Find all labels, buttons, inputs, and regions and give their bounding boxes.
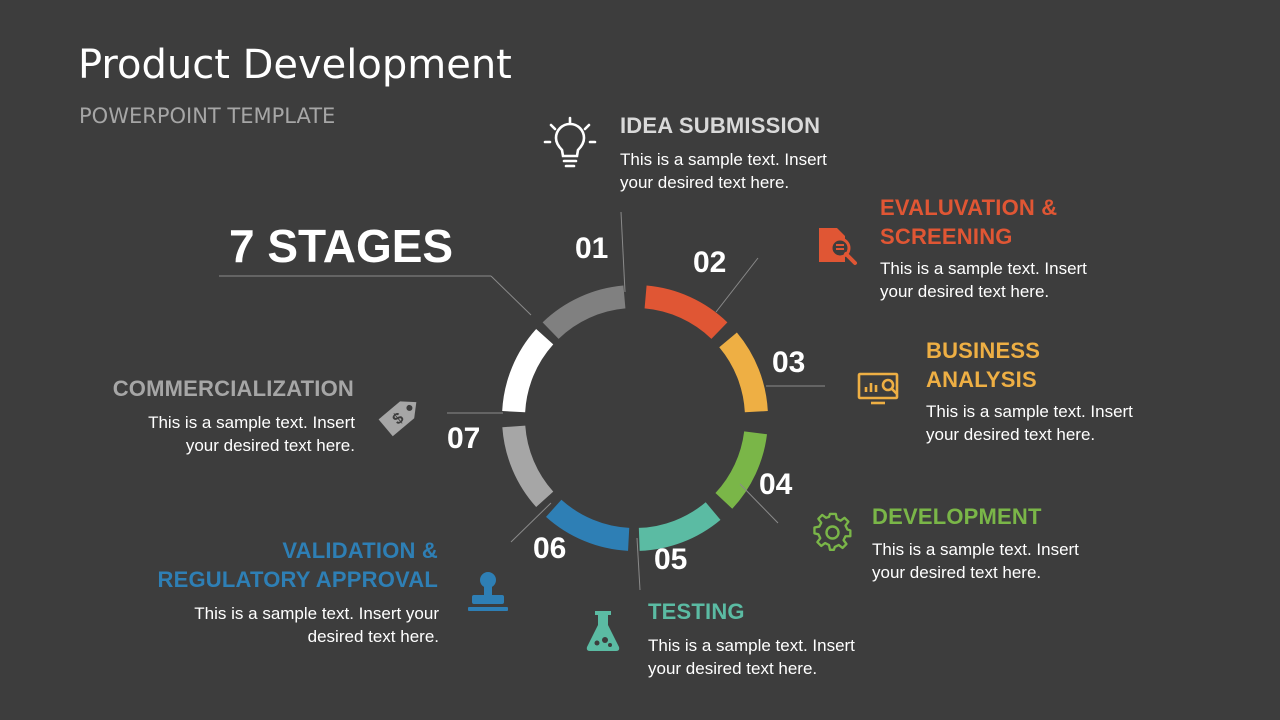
stage-text-06: This is a sample text. Insert your desir… (100, 602, 439, 648)
stage-title-06-line2: REGULATORY APPROVAL (157, 567, 438, 592)
stage-text-02-line1: This is a sample text. Insert (880, 259, 1087, 278)
stage-text-01: This is a sample text. Insert your desir… (620, 148, 827, 194)
stage-title-02: EVALUVATION & SCREENING (880, 193, 1057, 251)
headline-stages: 7 STAGES (229, 220, 454, 272)
leader-line-04 (739, 483, 779, 524)
stage-text-06-line2: desired text here. (307, 627, 439, 646)
stage-text-04: This is a sample text. Insert your desir… (872, 538, 1079, 584)
stage-title-01: IDEA SUBMISSION (620, 113, 821, 138)
flask-icon (584, 609, 622, 658)
stage-title-03: BUSINESS ANALYSIS (926, 336, 1040, 394)
stage-text-07-line1: This is a sample text. Insert (148, 413, 355, 432)
ring-segment-03 (719, 332, 768, 413)
stage-text-05-line2: your desired text here. (648, 659, 818, 678)
slide-title: Product Development (78, 42, 512, 88)
slide-subtitle: POWERPOINT TEMPLATE (79, 104, 336, 128)
stage-text-01-line1: This is a sample text. Insert (620, 150, 827, 169)
ring-segment-white (502, 329, 554, 413)
stage-title-06: VALIDATION & REGULATORY APPROVAL (100, 536, 438, 594)
stage-title-02-line1: EVALUVATION & (880, 195, 1058, 220)
leader-lines (219, 211, 825, 591)
stage-text-07: This is a sample text. Insert your desir… (60, 411, 355, 457)
gear-icon (813, 512, 853, 557)
stage-number-02: 02 (693, 246, 727, 279)
stage-text-02-line2: your desired text here. (880, 282, 1050, 301)
stage-text-04-line2: your desired text here. (872, 563, 1042, 582)
stage-text-04-line1: This is a sample text. Insert (872, 540, 1079, 559)
ring-segments (502, 285, 768, 551)
leader-line-01 (620, 211, 626, 293)
stage-text-07-line2: your desired text here. (185, 436, 355, 455)
stage-text-02: This is a sample text. Insert your desir… (880, 257, 1087, 303)
stamp-icon (466, 570, 510, 619)
analytics-monitor-icon (857, 370, 901, 411)
leader-line-02 (715, 257, 759, 313)
ring-segment-04 (715, 431, 768, 509)
stage-title-02-line2: SCREENING (880, 224, 1013, 249)
stage-text-05: This is a sample text. Insert your desir… (648, 634, 855, 680)
ring-segment-06 (546, 499, 630, 551)
stage-text-03-line2: your desired text here. (926, 425, 1096, 444)
stage-number-07: 07 (447, 422, 481, 455)
stage-text-06-line1: This is a sample text. Insert your (194, 604, 439, 623)
stage-text-03-line1: This is a sample text. Insert (926, 402, 1133, 421)
ring-segment-02 (644, 285, 728, 339)
lightbulb-icon (543, 116, 597, 177)
stage-number-05: 05 (654, 543, 688, 576)
ring-segment-05 (638, 502, 721, 551)
stage-number-04: 04 (759, 468, 793, 501)
ring-segment-07 (502, 425, 554, 507)
stage-text-03: This is a sample text. Insert your desir… (926, 400, 1133, 446)
stage-title-05: TESTING (648, 599, 745, 624)
stage-number-03: 03 (772, 346, 806, 379)
stage-text-01-line2: your desired text here. (620, 173, 790, 192)
price-tag-icon: $ (375, 390, 427, 445)
stage-number-01: 01 (575, 232, 609, 265)
stage-title-03-line1: BUSINESS (926, 338, 1041, 363)
stage-title-06-line1: VALIDATION & (282, 538, 438, 563)
leader-line-05 (636, 537, 641, 591)
stage-text-05-line1: This is a sample text. Insert (648, 636, 855, 655)
stage-number-06: 06 (533, 532, 567, 565)
document-search-icon (815, 224, 859, 273)
leader-line-headline-diag (490, 275, 532, 316)
stage-title-03-line2: ANALYSIS (926, 367, 1037, 392)
ring-segment-01 (542, 285, 626, 339)
leader-line-06 (510, 502, 552, 543)
stage-title-07: COMMERCIALIZATION (112, 376, 354, 401)
stage-title-04: DEVELOPMENT (872, 504, 1042, 529)
